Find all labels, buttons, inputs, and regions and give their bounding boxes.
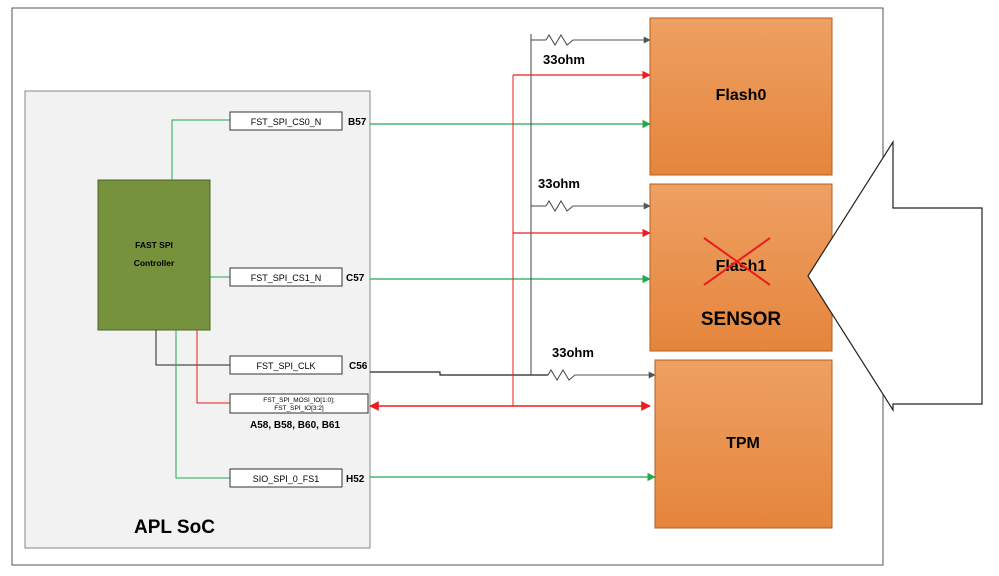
wire-ctrl-sio (175, 330, 230, 479)
resistor-r1-label: 33ohm (538, 176, 580, 191)
wire-ctrl-mosi (196, 330, 230, 404)
cross-out-icon (703, 237, 771, 286)
controller-label-line1: FAST SPI (135, 240, 173, 250)
pin-cs0: B57 (348, 117, 367, 128)
soc-label: APL SoC (134, 517, 215, 538)
signal-box-cs1 (229, 267, 343, 287)
signal-mosi-line2: FST_SPI_IO[3:2] (274, 405, 324, 412)
chip-flash0 (649, 17, 833, 176)
resistor-r2 (547, 369, 576, 381)
chip-flash0-label: Flash0 (716, 87, 767, 104)
chip-sensor-label: SENSOR (701, 309, 782, 330)
signal-sio-label: SIO_SPI_0_FS1 (253, 474, 320, 484)
wire-ctrl-clk (155, 330, 230, 366)
pin-clk: C56 (349, 361, 368, 372)
chip-tpm (654, 359, 833, 529)
signal-box-cs0 (229, 111, 343, 131)
controller-label-line2: Controller (134, 258, 175, 268)
signal-box-mosi (229, 393, 369, 414)
pin-mosi: A58, B58, B60, B61 (250, 420, 340, 431)
chip-tpm-label: TPM (726, 435, 760, 452)
resistor-r0-label: 33ohm (543, 52, 585, 67)
resistor-r1 (545, 200, 574, 212)
chip-flash1-label: Flash1 (716, 258, 767, 275)
signal-box-clk (229, 355, 343, 375)
left-arrow-icon (807, 139, 983, 413)
wire-ctrl-cs0 (171, 119, 230, 180)
signal-box-sio (229, 468, 343, 488)
resistor-r0 (545, 34, 574, 46)
pin-cs1: C57 (346, 273, 365, 284)
pin-sio: H52 (346, 474, 365, 485)
signal-cs1-label: FST_SPI_CS1_N (251, 273, 322, 283)
wire-clk-bus (370, 371, 548, 376)
signal-clk-label: FST_SPI_CLK (256, 361, 315, 371)
signal-cs0-label: FST_SPI_CS0_N (251, 117, 322, 127)
resistor-r2-label: 33ohm (552, 345, 594, 360)
signal-mosi-line1: FST_SPI_MOSI_IO[1:0]; (263, 397, 335, 404)
fast-spi-controller (97, 179, 211, 331)
chip-flash1-sensor (649, 183, 833, 352)
